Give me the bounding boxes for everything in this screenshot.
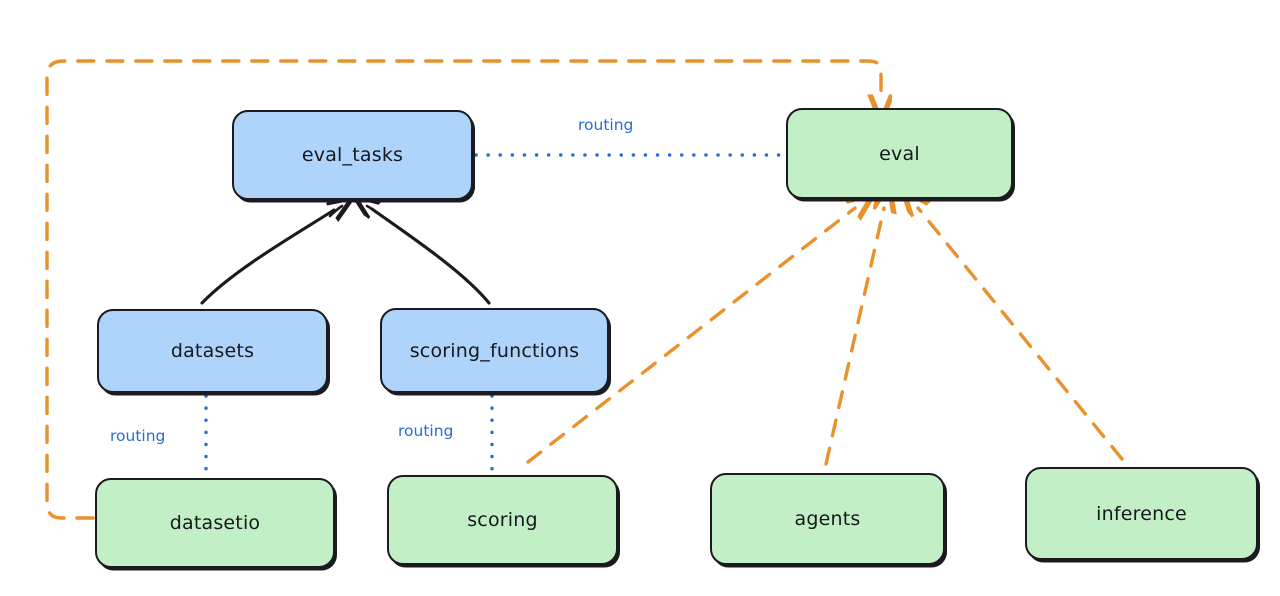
- node-label: inference: [1096, 502, 1187, 525]
- node-scoring[interactable]: scoring: [387, 475, 618, 565]
- node-label: datasetio: [169, 512, 261, 534]
- node-label: datasets: [170, 340, 255, 362]
- edge-inference-eval: [918, 208, 1124, 461]
- node-label: eval: [879, 142, 920, 165]
- node-label: eval_tasks: [301, 144, 404, 166]
- node-scoring-functions[interactable]: scoring_functions: [380, 308, 609, 393]
- edge-label-routing-eval: routing: [578, 116, 634, 134]
- node-eval-tasks[interactable]: eval_tasks: [232, 110, 473, 200]
- node-inference[interactable]: inference: [1025, 467, 1258, 560]
- node-datasets[interactable]: datasets: [97, 309, 328, 393]
- node-agents[interactable]: agents: [710, 473, 945, 565]
- edge-agents-eval: [824, 208, 884, 466]
- edge-label-routing-scoring: routing: [398, 422, 454, 440]
- edge-scoringfn-eval_tasks: [367, 206, 491, 305]
- edge-datasets-eval_tasks: [200, 206, 342, 305]
- node-eval[interactable]: eval: [786, 108, 1013, 199]
- edge-label-routing-datasetio: routing: [110, 427, 166, 445]
- node-label: scoring_functions: [409, 339, 580, 362]
- node-label: agents: [794, 508, 861, 530]
- node-datasetio[interactable]: datasetio: [95, 478, 335, 568]
- node-label: scoring: [467, 509, 538, 531]
